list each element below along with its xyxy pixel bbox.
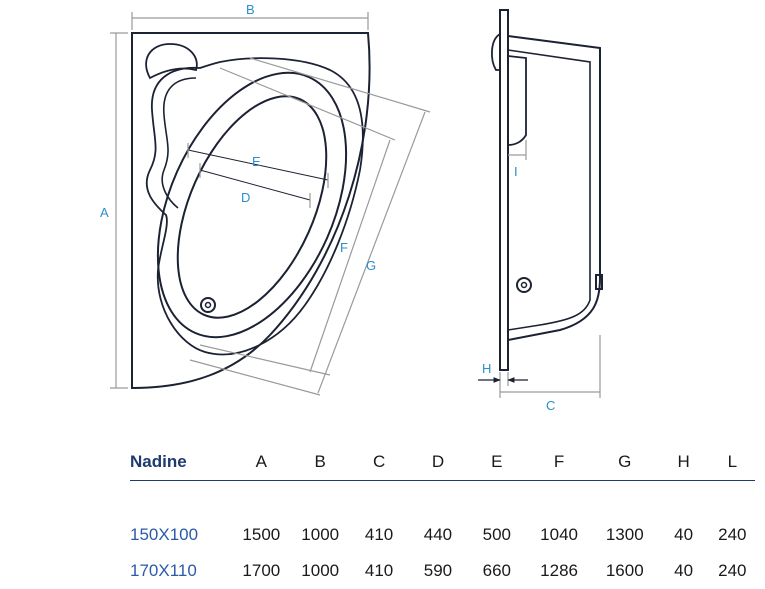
bathtub-technical-drawing: B A E D F G I H C bbox=[100, 2, 603, 413]
table-separator bbox=[130, 480, 755, 517]
drain-inner bbox=[204, 301, 212, 309]
side-view-dimensions bbox=[478, 140, 601, 398]
tub-inner-profile bbox=[507, 49, 591, 331]
table-row: 150X100 1500 1000 410 440 500 1040 1300 … bbox=[130, 517, 755, 553]
dim-label-b: B bbox=[246, 2, 255, 17]
dim-label-c: C bbox=[546, 398, 555, 413]
side-headrest bbox=[491, 33, 501, 71]
tub-side-profile bbox=[507, 35, 601, 341]
table-cell: 1000 bbox=[301, 561, 340, 580]
seat-ledge-outline bbox=[145, 57, 364, 356]
table-cell: 590 bbox=[423, 561, 453, 580]
overflow-outer bbox=[516, 277, 532, 293]
col-header-f: F bbox=[553, 452, 565, 471]
dimensions-table: Nadine A B C D E F G H L 150X100 1500 10… bbox=[130, 444, 755, 589]
top-view-dimensions bbox=[110, 12, 431, 396]
col-header-b: B bbox=[314, 452, 326, 471]
col-header-c: C bbox=[372, 452, 386, 471]
table-cell: 1040 bbox=[540, 525, 578, 544]
col-header-e: E bbox=[491, 452, 503, 471]
table-cell: 40 bbox=[674, 525, 694, 544]
table-cell: 1286 bbox=[540, 561, 578, 580]
table-cell: 1500 bbox=[242, 525, 281, 544]
wall-plate bbox=[499, 9, 509, 371]
side-view bbox=[491, 9, 603, 371]
table-row: 170X110 1700 1000 410 590 660 1286 1600 … bbox=[130, 553, 755, 589]
seat-inner-wave bbox=[161, 77, 197, 209]
dim-label-e: E bbox=[252, 154, 261, 169]
table-header-row: Nadine A B C D E F G H L bbox=[130, 444, 755, 481]
table-cell: 240 bbox=[718, 561, 747, 580]
table-cell: 1700 bbox=[242, 561, 281, 580]
col-header-a: A bbox=[255, 452, 267, 471]
table-model-name: Nadine bbox=[130, 452, 187, 471]
table-cell: 1000 bbox=[301, 525, 340, 544]
tub-outer-shell bbox=[131, 32, 371, 390]
dim-label-d: D bbox=[241, 190, 250, 205]
dim-label-i: I bbox=[514, 164, 518, 179]
table-cell: 1600 bbox=[605, 561, 644, 580]
col-header-h: H bbox=[677, 452, 690, 471]
table-cell: 410 bbox=[364, 525, 394, 544]
table-cell: 1300 bbox=[605, 525, 644, 544]
dim-label-a: A bbox=[100, 205, 109, 220]
table-cell: 240 bbox=[718, 525, 747, 544]
dim-label-g: G bbox=[366, 258, 376, 273]
side-foot bbox=[595, 274, 603, 290]
dim-label-h: H bbox=[482, 361, 491, 376]
table-cell: 660 bbox=[482, 561, 512, 580]
basin-inner-floor bbox=[176, 95, 328, 319]
col-header-l: L bbox=[727, 452, 738, 471]
table-cell: 440 bbox=[423, 525, 453, 544]
table-cell: 40 bbox=[674, 561, 694, 580]
basin-outer-rim bbox=[156, 71, 348, 339]
table-cell: 410 bbox=[364, 561, 394, 580]
dim-label-f: F bbox=[340, 240, 348, 255]
row-model-code: 150X100 bbox=[130, 525, 199, 544]
col-header-d: D bbox=[431, 452, 445, 471]
drain-outer bbox=[200, 297, 216, 313]
headrest-outline bbox=[145, 43, 198, 80]
table-cell: 500 bbox=[482, 525, 512, 544]
side-recess bbox=[507, 55, 527, 146]
col-header-g: G bbox=[618, 452, 632, 471]
overflow-inner bbox=[520, 281, 528, 289]
row-model-code: 170X110 bbox=[130, 561, 197, 580]
